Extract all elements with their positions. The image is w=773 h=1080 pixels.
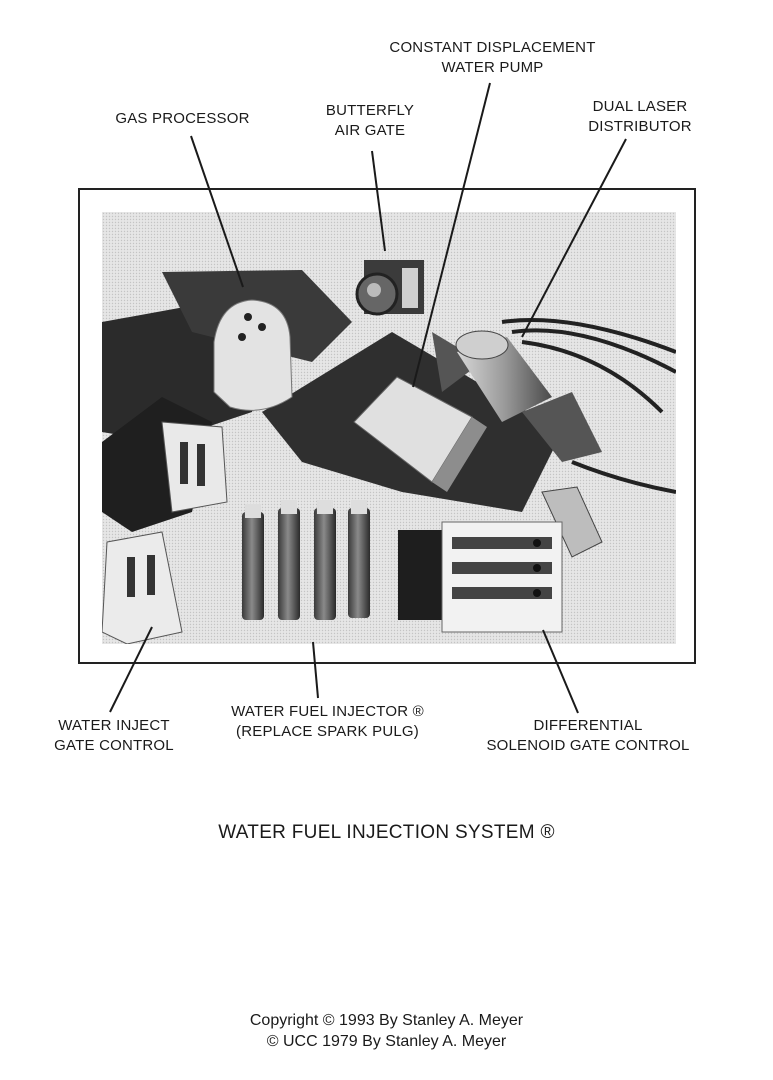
label-water-inject-gate-control: WATER INJECT GATE CONTROL	[54, 717, 174, 754]
system-components-photo	[102, 212, 676, 644]
figure-caption: WATER FUEL INJECTION SYSTEM ®	[218, 822, 555, 843]
label-laser-distributor: DUAL LASER DISTRIBUTOR	[588, 98, 692, 135]
label-water-pump: CONSTANT DISPLACEMENT WATER PUMP	[389, 39, 596, 76]
label-solenoid-gate-control: DIFFERENTIAL SOLENOID GATE CONTROL	[486, 717, 690, 754]
injector-row	[242, 500, 370, 620]
label-water-fuel-injector: WATER FUEL INJECTOR ® (REPLACE SPARK PUL…	[231, 703, 424, 740]
label-butterfly-air-gate: BUTTERFLY AIR GATE	[325, 102, 415, 139]
photo-frame	[78, 188, 696, 664]
copyright-notice: Copyright © 1993 By Stanley A. Meyer © U…	[249, 1012, 524, 1050]
label-gas-processor: GAS PROCESSOR	[115, 110, 250, 127]
